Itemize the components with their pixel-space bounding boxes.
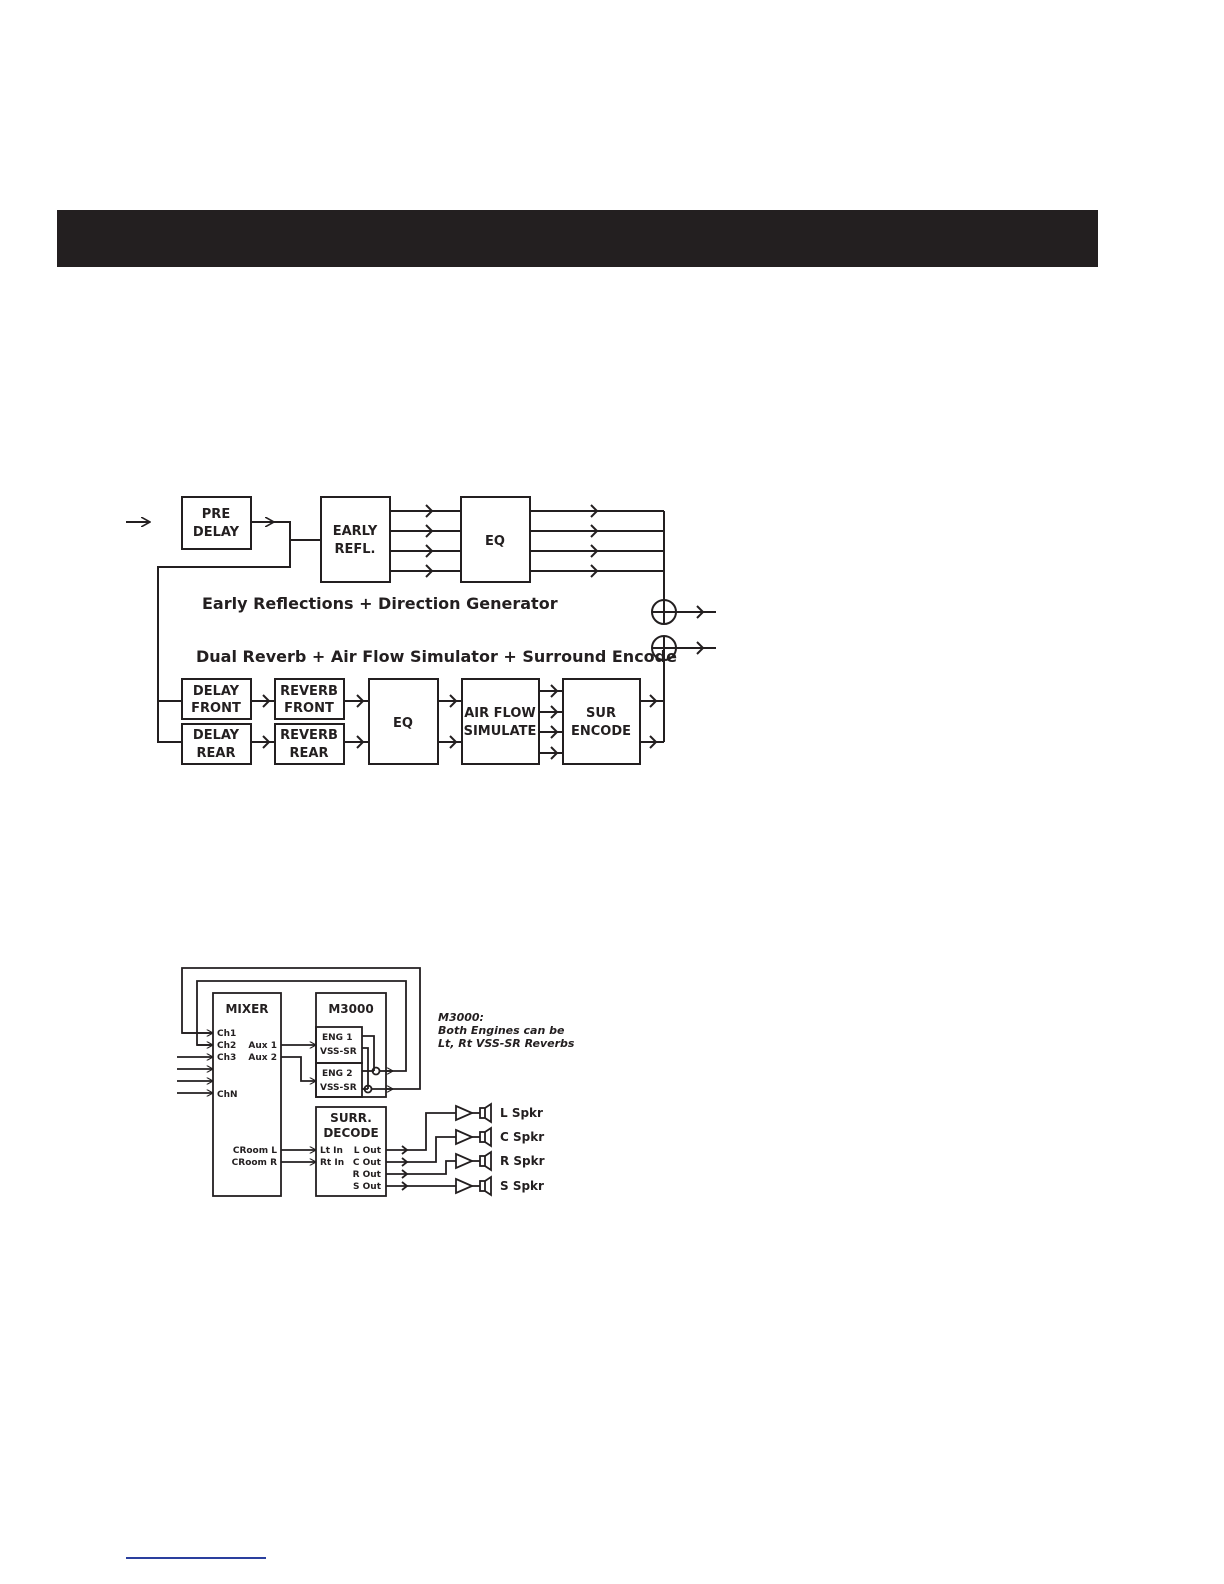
c-out-label: C Out: [353, 1158, 382, 1168]
ch1-label: Ch1: [217, 1029, 236, 1039]
chn-label: ChN: [217, 1090, 238, 1100]
air-flow-label-1: AIR FLOW: [464, 706, 536, 721]
delay-front-box: [181, 678, 252, 720]
r-spkr-label: R Spkr: [500, 1154, 545, 1168]
speaker-chain-r: [455, 1150, 492, 1172]
note-line-2: Both Engines can be: [438, 1024, 565, 1037]
aux1-label: Aux 1: [248, 1041, 277, 1051]
speaker-chain-c: [455, 1126, 492, 1148]
eq-top-label: EQ: [485, 534, 505, 549]
croom-l-label: CRoom L: [233, 1146, 277, 1156]
eq-bottom-box: [368, 678, 439, 765]
rt-in-label: Rt In: [320, 1158, 344, 1168]
ch2-label: Ch2: [217, 1041, 236, 1051]
s-out-label: S Out: [353, 1182, 382, 1192]
reverb-front-box: [274, 678, 345, 720]
surr-decode-label-2: DECODE: [323, 1126, 378, 1140]
header-bar: [57, 210, 1098, 267]
caption-dual-reverb: Dual Reverb + Air Flow Simulator + Surro…: [196, 647, 677, 666]
s-spkr-label: S Spkr: [500, 1179, 544, 1193]
note-line-1: M3000:: [438, 1011, 484, 1024]
delay-rear-label-1: DELAY: [193, 728, 240, 743]
pre-delay-label-1: PRE: [202, 507, 230, 522]
reverb-diagram-labels: PRE DELAY EARLY REFL. EQ Early Reflectio…: [191, 507, 677, 761]
eng1-sub-label: VSS-SR: [320, 1047, 357, 1057]
caption-early-reflections: Early Reflections + Direction Generator: [202, 594, 558, 613]
note-line-3: Lt, Rt VSS-SR Reverbs: [438, 1037, 575, 1050]
c-spkr-label: C Spkr: [500, 1130, 544, 1144]
ch3-label: Ch3: [217, 1053, 236, 1063]
early-refl-label-2: REFL.: [335, 542, 376, 557]
mixer-box: [212, 992, 282, 1197]
delay-front-label-2: FRONT: [191, 701, 241, 716]
speaker-chain-l: [455, 1102, 492, 1124]
mixer-label: MIXER: [225, 1002, 268, 1016]
reverb-front-label-2: FRONT: [284, 701, 334, 716]
aux2-label: Aux 2: [248, 1053, 277, 1063]
r-out-label: R Out: [353, 1170, 382, 1180]
sur-encode-label-2: ENCODE: [571, 724, 631, 739]
surround-setup-diagram: [177, 967, 492, 1197]
eng2-box: [315, 1062, 363, 1098]
pre-delay-box: [181, 496, 252, 550]
early-refl-label-1: EARLY: [333, 524, 378, 539]
footer-rule: [126, 1557, 266, 1559]
croom-r-label: CRoom R: [232, 1158, 277, 1168]
pre-delay-label-2: DELAY: [193, 525, 240, 540]
reverb-front-label-1: REVERB: [280, 684, 338, 699]
lt-in-label: Lt In: [320, 1146, 343, 1156]
speaker-chain-s: [455, 1175, 492, 1197]
air-flow-label-2: SIMULATE: [464, 724, 537, 739]
reverb-rear-label-2: REAR: [290, 746, 329, 761]
surround-diagram-labels: MIXER M3000 Ch1 Ch2 Ch3 ChN Aux 1 Aux 2 …: [217, 1002, 575, 1193]
delay-rear-box: [181, 723, 252, 765]
m3000-label: M3000: [328, 1002, 373, 1016]
surr-decode-label-1: SURR.: [330, 1111, 372, 1125]
delay-rear-label-2: REAR: [197, 746, 236, 761]
eq-top-box: [460, 496, 531, 583]
reverb-rear-box: [274, 723, 345, 765]
early-reflections-box: [320, 496, 391, 583]
surr-decode-box: [315, 1106, 387, 1197]
delay-front-label-1: DELAY: [193, 684, 240, 699]
eng2-label: ENG 2: [322, 1069, 352, 1079]
eng2-sub-label: VSS-SR: [320, 1083, 357, 1093]
air-flow-box: [461, 678, 540, 765]
l-out-label: L Out: [354, 1146, 382, 1156]
eq-bottom-label: EQ: [393, 716, 413, 731]
sur-encode-box: [562, 678, 641, 765]
eng1-label: ENG 1: [322, 1033, 352, 1043]
reverb-signal-flow-diagram: [126, 496, 716, 765]
l-spkr-label: L Spkr: [500, 1106, 543, 1120]
reverb-rear-label-1: REVERB: [280, 728, 338, 743]
sur-encode-label-1: SUR: [586, 706, 616, 721]
